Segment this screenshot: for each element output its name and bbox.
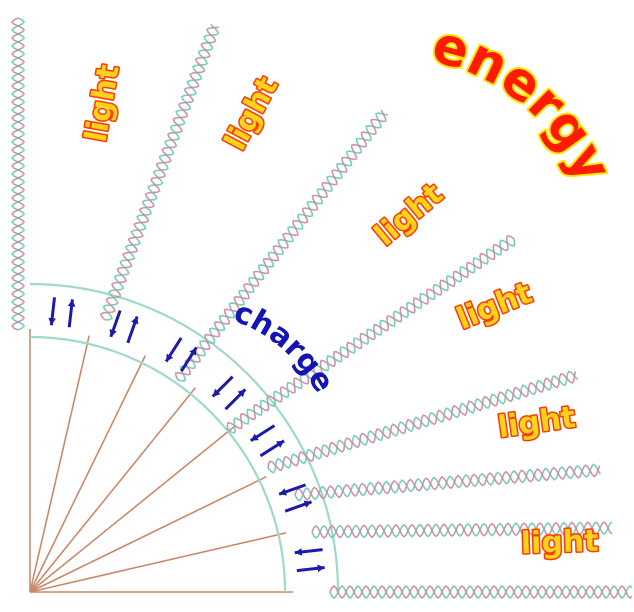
radial-line [30,356,145,592]
light-label-3: light [368,176,450,253]
radial-line [30,388,196,592]
light-label-5: light [496,400,578,445]
wave-strand-mauve [295,465,600,500]
light-label-4: light [452,275,537,337]
charge-band-arc [30,337,285,592]
radial-line [30,336,89,592]
light-label-1: light [79,62,127,145]
light-label-2: light [218,71,285,156]
radial-line [30,426,234,592]
radial-line [30,477,266,592]
light-label-6: light [520,524,599,562]
radial-line [30,533,286,592]
radial-lines [30,329,293,592]
charge-label: charge [229,295,341,399]
energy-label: energy [426,15,623,191]
